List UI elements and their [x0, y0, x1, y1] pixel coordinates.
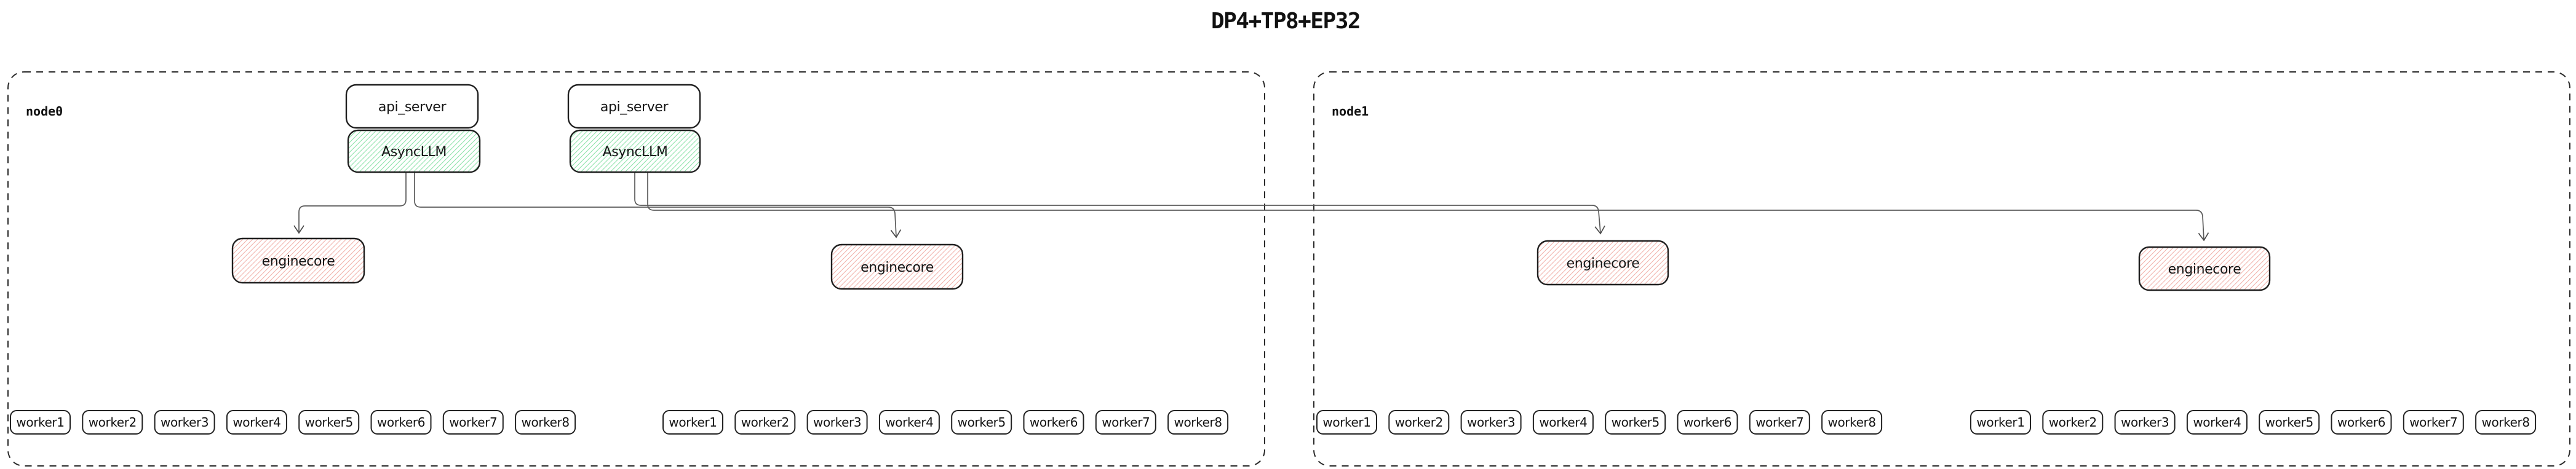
- cluster-node1: [1313, 71, 2570, 467]
- worker-label-node1-g4-3: worker3: [2121, 415, 2169, 430]
- edge-AsyncLLM-2-to-enginecore-4: [647, 173, 2209, 242]
- worker-box-node1-g3-3: [1460, 410, 1522, 435]
- node-label-api_server-1: api_server: [378, 100, 447, 115]
- worker-box-node1-g3-4: [1532, 410, 1594, 435]
- worker-box-node0-g2-5: [951, 410, 1012, 435]
- worker-box-node0-g2-7: [1095, 410, 1156, 435]
- worker-label-node0-g1-8: worker8: [522, 415, 570, 430]
- worker-box-node0-g2-6: [1023, 410, 1084, 435]
- node-label-enginecore-2: enginecore: [861, 260, 934, 275]
- worker-label-node1-g3-6: worker6: [1684, 415, 1731, 430]
- worker-label-node0-g2-2: worker2: [741, 415, 789, 430]
- worker-box-node1-g3-6: [1677, 410, 1738, 435]
- worker-label-node1-g3-7: worker7: [1755, 415, 1803, 430]
- worker-label-node0-g1-3: worker3: [161, 415, 209, 430]
- worker-label-node0-g2-5: worker5: [958, 415, 1006, 430]
- node-AsyncLLM-1: [347, 129, 481, 173]
- edge-AsyncLLM-2-to-enginecore-3: [634, 173, 1605, 235]
- diagram-title: DP4+TP8+EP32: [1211, 9, 1360, 34]
- worker-box-node0-g1-2: [82, 410, 143, 435]
- worker-label-node1-g4-8: worker8: [2482, 415, 2530, 430]
- worker-box-node1-g4-8: [2475, 410, 2537, 435]
- node-label-enginecore-3: enginecore: [1567, 256, 1640, 272]
- worker-label-node1-g4-2: worker2: [2049, 415, 2097, 430]
- node-api_server-2: [567, 84, 701, 129]
- worker-box-node0-g1-5: [298, 410, 360, 435]
- node-api_server-1: [345, 84, 479, 129]
- node-label-AsyncLLM-1: AsyncLLM: [381, 144, 447, 160]
- node-enginecore-3: [1536, 240, 1669, 286]
- worker-box-node0-g2-1: [662, 410, 723, 435]
- worker-box-node1-g3-1: [1316, 410, 1377, 435]
- worker-label-node1-g4-1: worker1: [1976, 415, 2024, 430]
- node-label-enginecore-1: enginecore: [262, 254, 335, 269]
- node-AsyncLLM-2: [569, 129, 701, 173]
- worker-label-node1-g4-6: worker6: [2337, 415, 2385, 430]
- node-label-AsyncLLM-2: AsyncLLM: [603, 144, 668, 160]
- worker-label-node0-g2-1: worker1: [669, 415, 717, 430]
- worker-box-node0-g1-3: [154, 410, 215, 435]
- worker-label-node0-g1-4: worker4: [233, 415, 280, 430]
- node-label-enginecore-4: enginecore: [2168, 262, 2241, 277]
- worker-box-node1-g4-1: [1970, 410, 2031, 435]
- worker-label-node0-g1-5: worker5: [305, 415, 353, 430]
- worker-box-node1-g3-7: [1749, 410, 1810, 435]
- node-enginecore-2: [830, 243, 964, 290]
- worker-label-node1-g3-4: worker4: [1539, 415, 1587, 430]
- worker-box-node0-g1-6: [370, 410, 432, 435]
- worker-label-node1-g4-5: worker5: [2265, 415, 2313, 430]
- worker-box-node1-g3-5: [1605, 410, 1666, 435]
- worker-label-node1-g3-3: worker3: [1467, 415, 1515, 430]
- node-enginecore-4: [2138, 246, 2271, 291]
- worker-box-node0-g1-8: [515, 410, 576, 435]
- worker-box-node0-g2-2: [734, 410, 796, 435]
- worker-label-node0-g1-7: worker7: [449, 415, 497, 430]
- worker-label-node0-g2-4: worker4: [885, 415, 933, 430]
- worker-box-node0-g2-3: [806, 410, 868, 435]
- worker-box-node1-g3-2: [1388, 410, 1450, 435]
- cluster-node0: [7, 71, 1265, 467]
- worker-label-node1-g3-8: worker8: [1828, 415, 1876, 430]
- worker-label-node1-g3-5: worker5: [1612, 415, 1660, 430]
- worker-box-node1-g4-2: [2042, 410, 2104, 435]
- worker-label-node1-g4-7: worker7: [2409, 415, 2457, 430]
- node-label-api_server-2: api_server: [600, 100, 669, 115]
- edge-AsyncLLM-1-to-enginecore-1: [293, 173, 407, 234]
- worker-label-node0-g1-2: worker2: [89, 415, 137, 430]
- worker-box-node0-g1-7: [442, 410, 504, 435]
- worker-box-node0-g2-8: [1167, 410, 1229, 435]
- worker-label-node0-g2-6: worker6: [1030, 415, 1078, 430]
- worker-box-node1-g4-6: [2331, 410, 2392, 435]
- worker-label-node0-g2-7: worker7: [1102, 415, 1150, 430]
- worker-box-node1-g4-5: [2259, 410, 2320, 435]
- worker-label-node1-g3-1: worker1: [1322, 415, 1370, 430]
- worker-label-node1-g4-4: worker4: [2193, 415, 2241, 430]
- worker-box-node0-g1-1: [10, 410, 71, 435]
- worker-box-node1-g4-3: [2114, 410, 2176, 435]
- worker-box-node1-g3-8: [1821, 410, 1883, 435]
- worker-label-node1-g3-2: worker2: [1395, 415, 1443, 430]
- node-enginecore-1: [231, 237, 365, 284]
- edge-AsyncLLM-1-to-enginecore-2: [414, 173, 902, 238]
- worker-label-node0-g2-3: worker3: [813, 415, 861, 430]
- worker-box-node0-g2-4: [878, 410, 940, 435]
- cluster-label-node0: node0: [26, 104, 63, 119]
- worker-label-node0-g1-1: worker1: [16, 415, 64, 430]
- worker-box-node0-g1-4: [226, 410, 287, 435]
- worker-box-node1-g4-7: [2403, 410, 2464, 435]
- cluster-label-node1: node1: [1332, 104, 1369, 119]
- worker-label-node0-g1-6: worker6: [377, 415, 425, 430]
- worker-label-node0-g2-8: worker8: [1174, 415, 1222, 430]
- worker-box-node1-g4-4: [2186, 410, 2248, 435]
